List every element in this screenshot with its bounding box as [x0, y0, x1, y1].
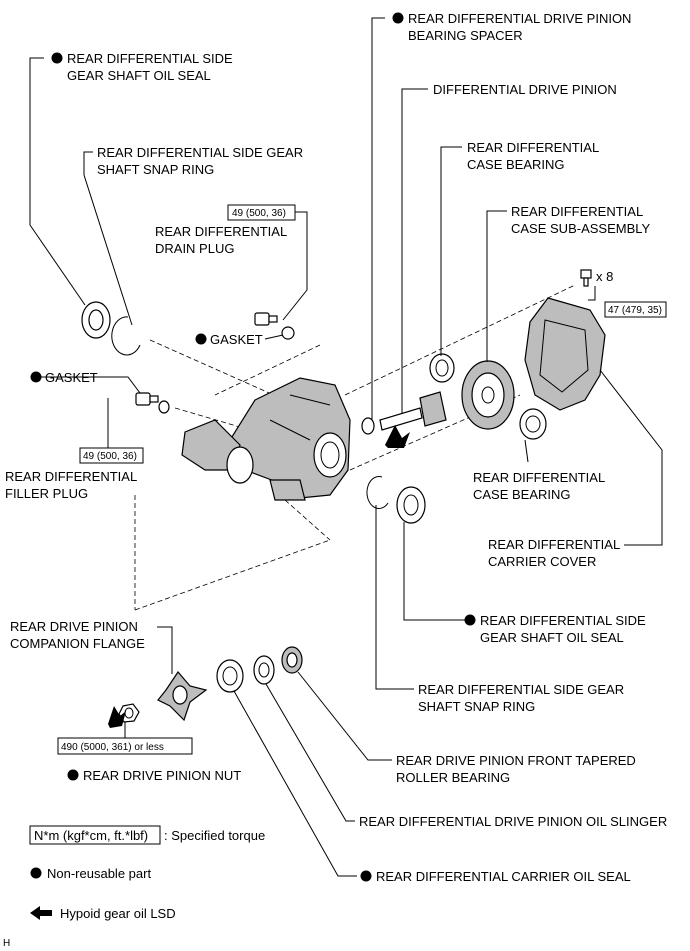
filler-plug-part — [135, 392, 170, 414]
bolt-quantity: x 8 — [596, 269, 613, 284]
legend: N*m (kgf*cm, ft.*lbf) : Specified torque… — [29, 825, 265, 921]
drain-plug-torque: 49 (500, 36) — [232, 208, 286, 219]
cover-bolt-torque-box — [604, 301, 667, 318]
cover-bolt-torque: 47 (479, 35) — [608, 305, 662, 316]
legend-non-reusable-dot-icon — [30, 867, 42, 879]
label-case-bearing-bottom: REAR DIFFERENTIAL — [473, 470, 605, 485]
label-snap-ring-left-2: SHAFT SNAP RING — [97, 162, 214, 177]
label-front-tapered-bearing-2: ROLLER BEARING — [396, 770, 510, 785]
differential-carrier-housing — [181, 377, 351, 501]
legend-torque-box — [29, 825, 161, 845]
label-case-sub-assembly: REAR DIFFERENTIAL — [511, 204, 643, 219]
label-oil-slinger: REAR DIFFERENTIAL DRIVE PINION OIL SLING… — [359, 814, 667, 829]
label-drive-pinion: DIFFERENTIAL DRIVE PINION — [433, 82, 617, 97]
label-companion-flange: REAR DRIVE PINION — [10, 619, 138, 634]
drain-plug-torque-box — [227, 204, 296, 221]
label-snap-ring-right-2: SHAFT SNAP RING — [418, 699, 535, 714]
label-companion-flange-2: COMPANION FLANGE — [10, 636, 145, 651]
gear-oil-arrow-icon — [108, 706, 126, 728]
label-drain-plug-2: DRAIN PLUG — [155, 241, 234, 256]
label-snap-ring-left: REAR DIFFERENTIAL SIDE GEAR — [97, 145, 303, 160]
legend-non-reusable: Non-reusable part — [47, 866, 151, 881]
oil-slinger-part — [253, 655, 275, 685]
label-case-sub-assembly-2: CASE SUB-ASSEMBLY — [511, 221, 651, 236]
label-oil-seal-left: REAR DIFFERENTIAL SIDE — [67, 51, 233, 66]
label-case-bearing-bottom-2: CASE BEARING — [473, 487, 571, 502]
label-case-bearing-top-2: CASE BEARING — [467, 157, 565, 172]
front-tapered-bearing-part — [281, 646, 303, 674]
label-bearing-spacer: REAR DIFFERENTIAL DRIVE PINION — [408, 11, 631, 26]
label-filler-plug-2: FILLER PLUG — [5, 486, 88, 501]
drain-plug-part — [254, 312, 295, 340]
carrier-cover-part — [524, 297, 606, 411]
side-gear-oil-seal-left-part — [81, 301, 111, 339]
filler-plug-torque: 49 (500, 36) — [83, 451, 137, 462]
label-pinion-nut: REAR DRIVE PINION NUT — [83, 768, 241, 783]
label-gasket-drain: GASKET — [210, 332, 263, 347]
label-carrier-cover-2: CARRIER COVER — [488, 554, 596, 569]
label-filler-plug: REAR DIFFERENTIAL — [5, 469, 137, 484]
non-reusable-dot-icons — [30, 12, 476, 882]
drive-pinion-part — [361, 391, 447, 435]
label-case-bearing-top: REAR DIFFERENTIAL — [467, 140, 599, 155]
pinion-nut-torque: 490 (5000, 361) or less — [61, 742, 164, 753]
case-bearing-bottom-part — [519, 408, 547, 440]
label-carrier-cover: REAR DIFFERENTIAL — [488, 537, 620, 552]
pinion-nut-torque-box — [57, 737, 193, 755]
carrier-oil-seal-part — [216, 659, 244, 693]
gear-oil-arrow-icon — [385, 425, 410, 448]
label-drain-plug: REAR DIFFERENTIAL — [155, 224, 287, 239]
corner-code: H — [3, 938, 10, 949]
legend-gear-oil: Hypoid gear oil LSD — [60, 906, 176, 921]
snap-ring-left-part — [111, 316, 141, 356]
label-snap-ring-right: REAR DIFFERENTIAL SIDE GEAR — [418, 682, 624, 697]
filler-plug-torque-box — [79, 447, 144, 464]
label-front-tapered-bearing: REAR DRIVE PINION FRONT TAPERED — [396, 753, 636, 768]
label-gasket-filler: GASKET — [45, 370, 98, 385]
label-oil-seal-left-2: GEAR SHAFT OIL SEAL — [67, 68, 211, 83]
side-gear-oil-seal-right-part — [396, 486, 426, 524]
label-oil-seal-right: REAR DIFFERENTIAL SIDE — [480, 613, 646, 628]
snap-ring-right-part — [366, 476, 389, 509]
label-carrier-oil-seal: REAR DIFFERENTIAL CARRIER OIL SEAL — [376, 869, 631, 884]
legend-torque-units: N*m (kgf*cm, ft.*lbf) — [34, 828, 148, 843]
cover-bolt-part — [580, 269, 592, 287]
label-oil-seal-right-2: GEAR SHAFT OIL SEAL — [480, 630, 624, 645]
leader-lines — [29, 17, 663, 877]
case-bearing-top-part — [429, 353, 455, 383]
companion-flange-part — [157, 671, 208, 722]
label-bearing-spacer-2: BEARING SPACER — [408, 28, 523, 43]
legend-gear-oil-arrow-icon — [30, 906, 52, 920]
legend-torque-text: : Specified torque — [164, 828, 265, 843]
differential-case-part — [461, 360, 515, 430]
